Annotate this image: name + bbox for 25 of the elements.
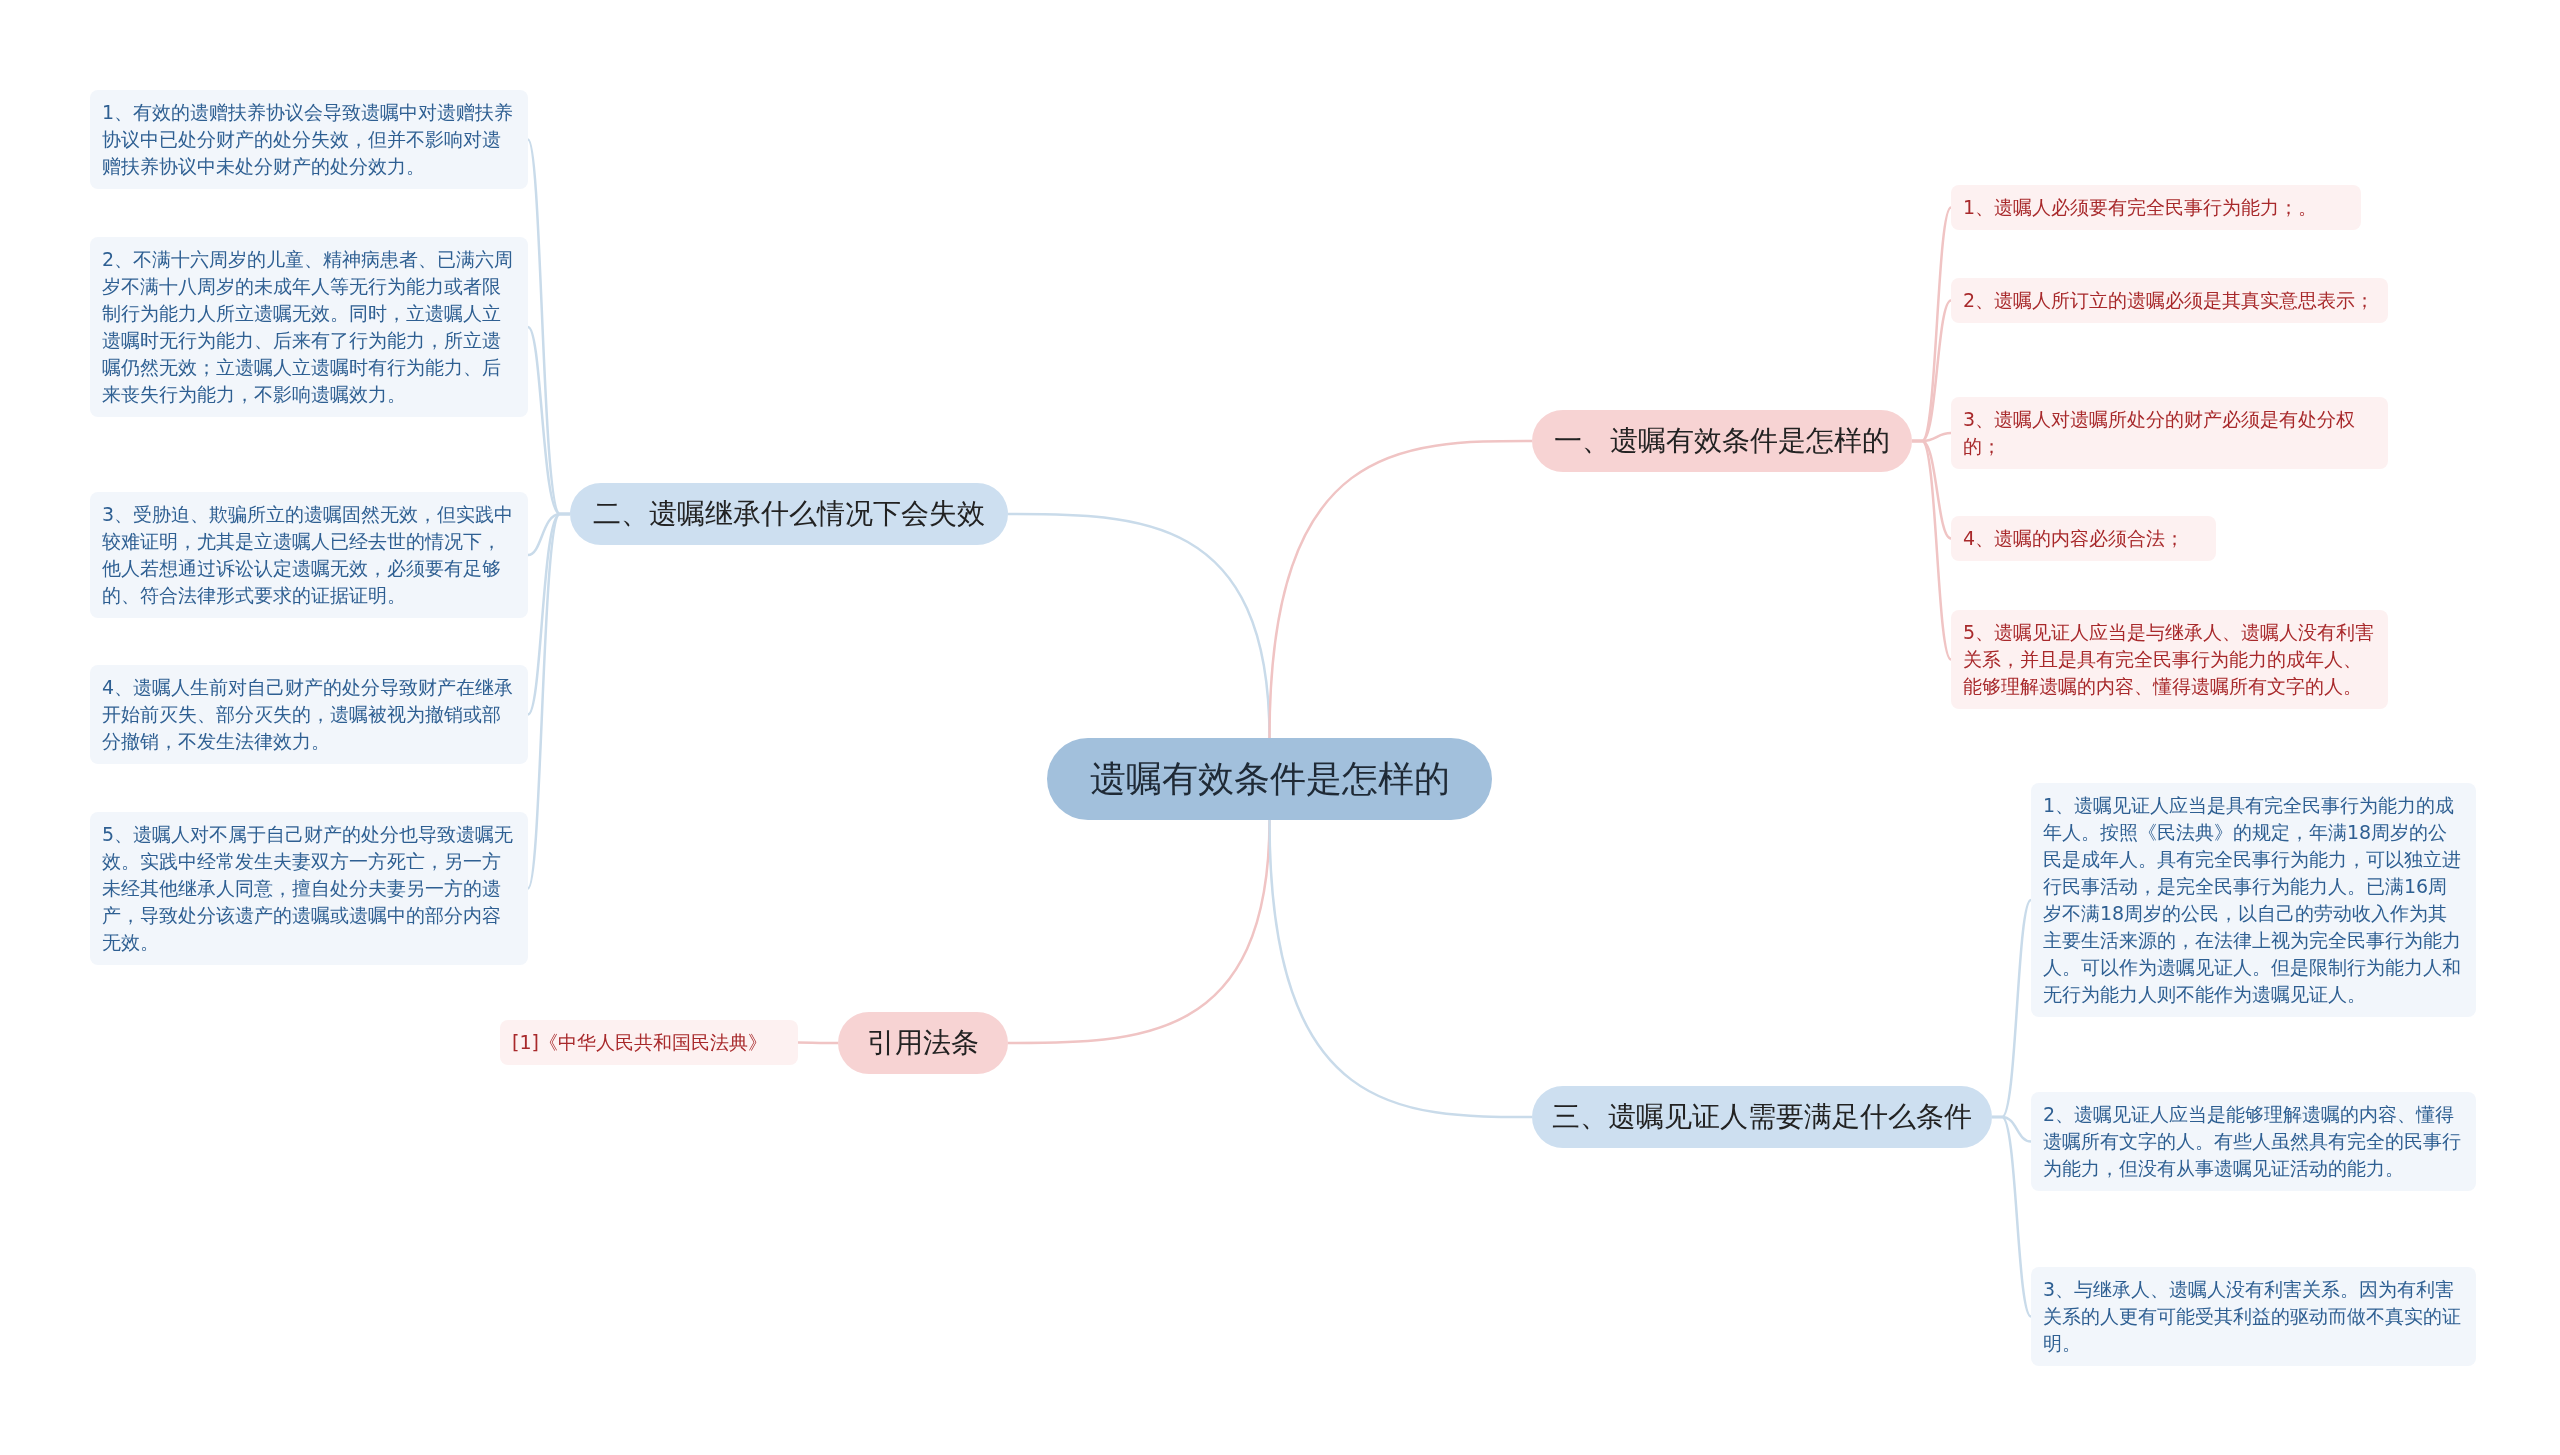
connector-line [526,512,570,889]
note-card: 5、遗嘱人对不属于自己财产的处分也导致遗嘱无效。实践中经常发生夫妻双方一方死亡，另一方未经其他继承人同意，擅自处分夫妻另一方的遗产，导致处分该遗产的遗嘱或遗嘱中的部分内容无效。 [90,812,528,965]
note-card: 3、受胁迫、欺骗所立的遗嘱固然无效，但实践中较难证明，尤其是立遗嘱人已经去世的情况下，他人若想通过诉讼认定遗嘱无效，必须要有足够的、符合法律形式要求的证据证明。 [90,492,528,618]
connector-line [1992,1115,2032,1318]
note-card: 5、遗嘱见证人应当是与继承人、遗嘱人没有利害关系，并且是具有完全民事行为能力的成年人、能够理解遗嘱的内容、懂得遗嘱所有文字的人。 [1951,610,2388,709]
note-card: [1]《中华人民共和国民法典》 [500,1020,798,1065]
note-card: 2、遗嘱见证人应当是能够理解遗嘱的内容、懂得遗嘱所有文字的人。有些人虽然具有完全的民事行为能力，但没有从事遗嘱见证活动的能力。 [2031,1092,2476,1191]
note-card: 2、遗嘱人所订立的遗嘱必须是其真实意思表示； [1951,278,2388,323]
note-card: 4、遗嘱人生前对自己财产的处分导致财产在继承开始前灭失、部分灭失的，遗嘱被视为撤销或部分撤销，不发生法律效力。 [90,665,528,764]
connector-line [798,1041,838,1045]
note-card: 1、有效的遗赠扶养协议会导致遗嘱中对遗赠扶养协议中已处分财产的处分失效，但并不影响对遗赠扶养协议中未处分财产的处分效力。 [90,90,528,189]
note-card: 1、遗嘱人必须要有完全民事行为能力；。 [1951,185,2361,230]
branch-topic: 二、遗嘱继承什么情况下会失效 [570,483,1008,545]
connector-line [1912,439,1952,661]
note-card: 1、遗嘱见证人应当是具有完全民事行为能力的成年人。按照《民法典》的规定，年满18周岁的公民是成年人。具有完全民事行为能力，可以独立进行民事活动，是完全民事行为能力人。已满16周岁不满18周岁的公民，以自己的劳动收入作为其主要生活来源的，在法律上视为完全民事行为能力人。可以作为遗嘱见证人。但是限制行为能力人和无行为能力人则不能作为遗嘱见证人。 [2031,783,2476,1017]
central-topic: 遗嘱有效条件是怎样的 [1047,738,1492,820]
branch-topic: 三、遗嘱见证人需要满足什么条件 [1532,1086,1992,1148]
connector-line [1268,439,1532,739]
note-card: 3、与继承人、遗嘱人没有利害关系。因为有利害关系的人更有可能受其利益的驱动而做不真实的证明。 [2031,1267,2476,1366]
connector-line [1268,819,1532,1119]
branch-topic: 一、遗嘱有效条件是怎样的 [1532,410,1912,472]
note-card: 3、遗嘱人对遗嘱所处分的财产必须是有处分权的； [1951,397,2388,469]
note-card: 4、遗嘱的内容必须合法； [1951,516,2216,561]
branch-topic: 引用法条 [838,1012,1008,1074]
note-card: 2、不满十六周岁的儿童、精神病患者、已满六周岁不满十八周岁的未成年人等无行为能力或者限制行为能力人所立遗嘱无效。同时，立遗嘱人立遗嘱时无行为能力、后来有了行为能力，所立遗嘱仍然无效；立遗嘱人立遗嘱时有行为能力、后来丧失行为能力，不影响遗嘱效力。 [90,237,528,417]
